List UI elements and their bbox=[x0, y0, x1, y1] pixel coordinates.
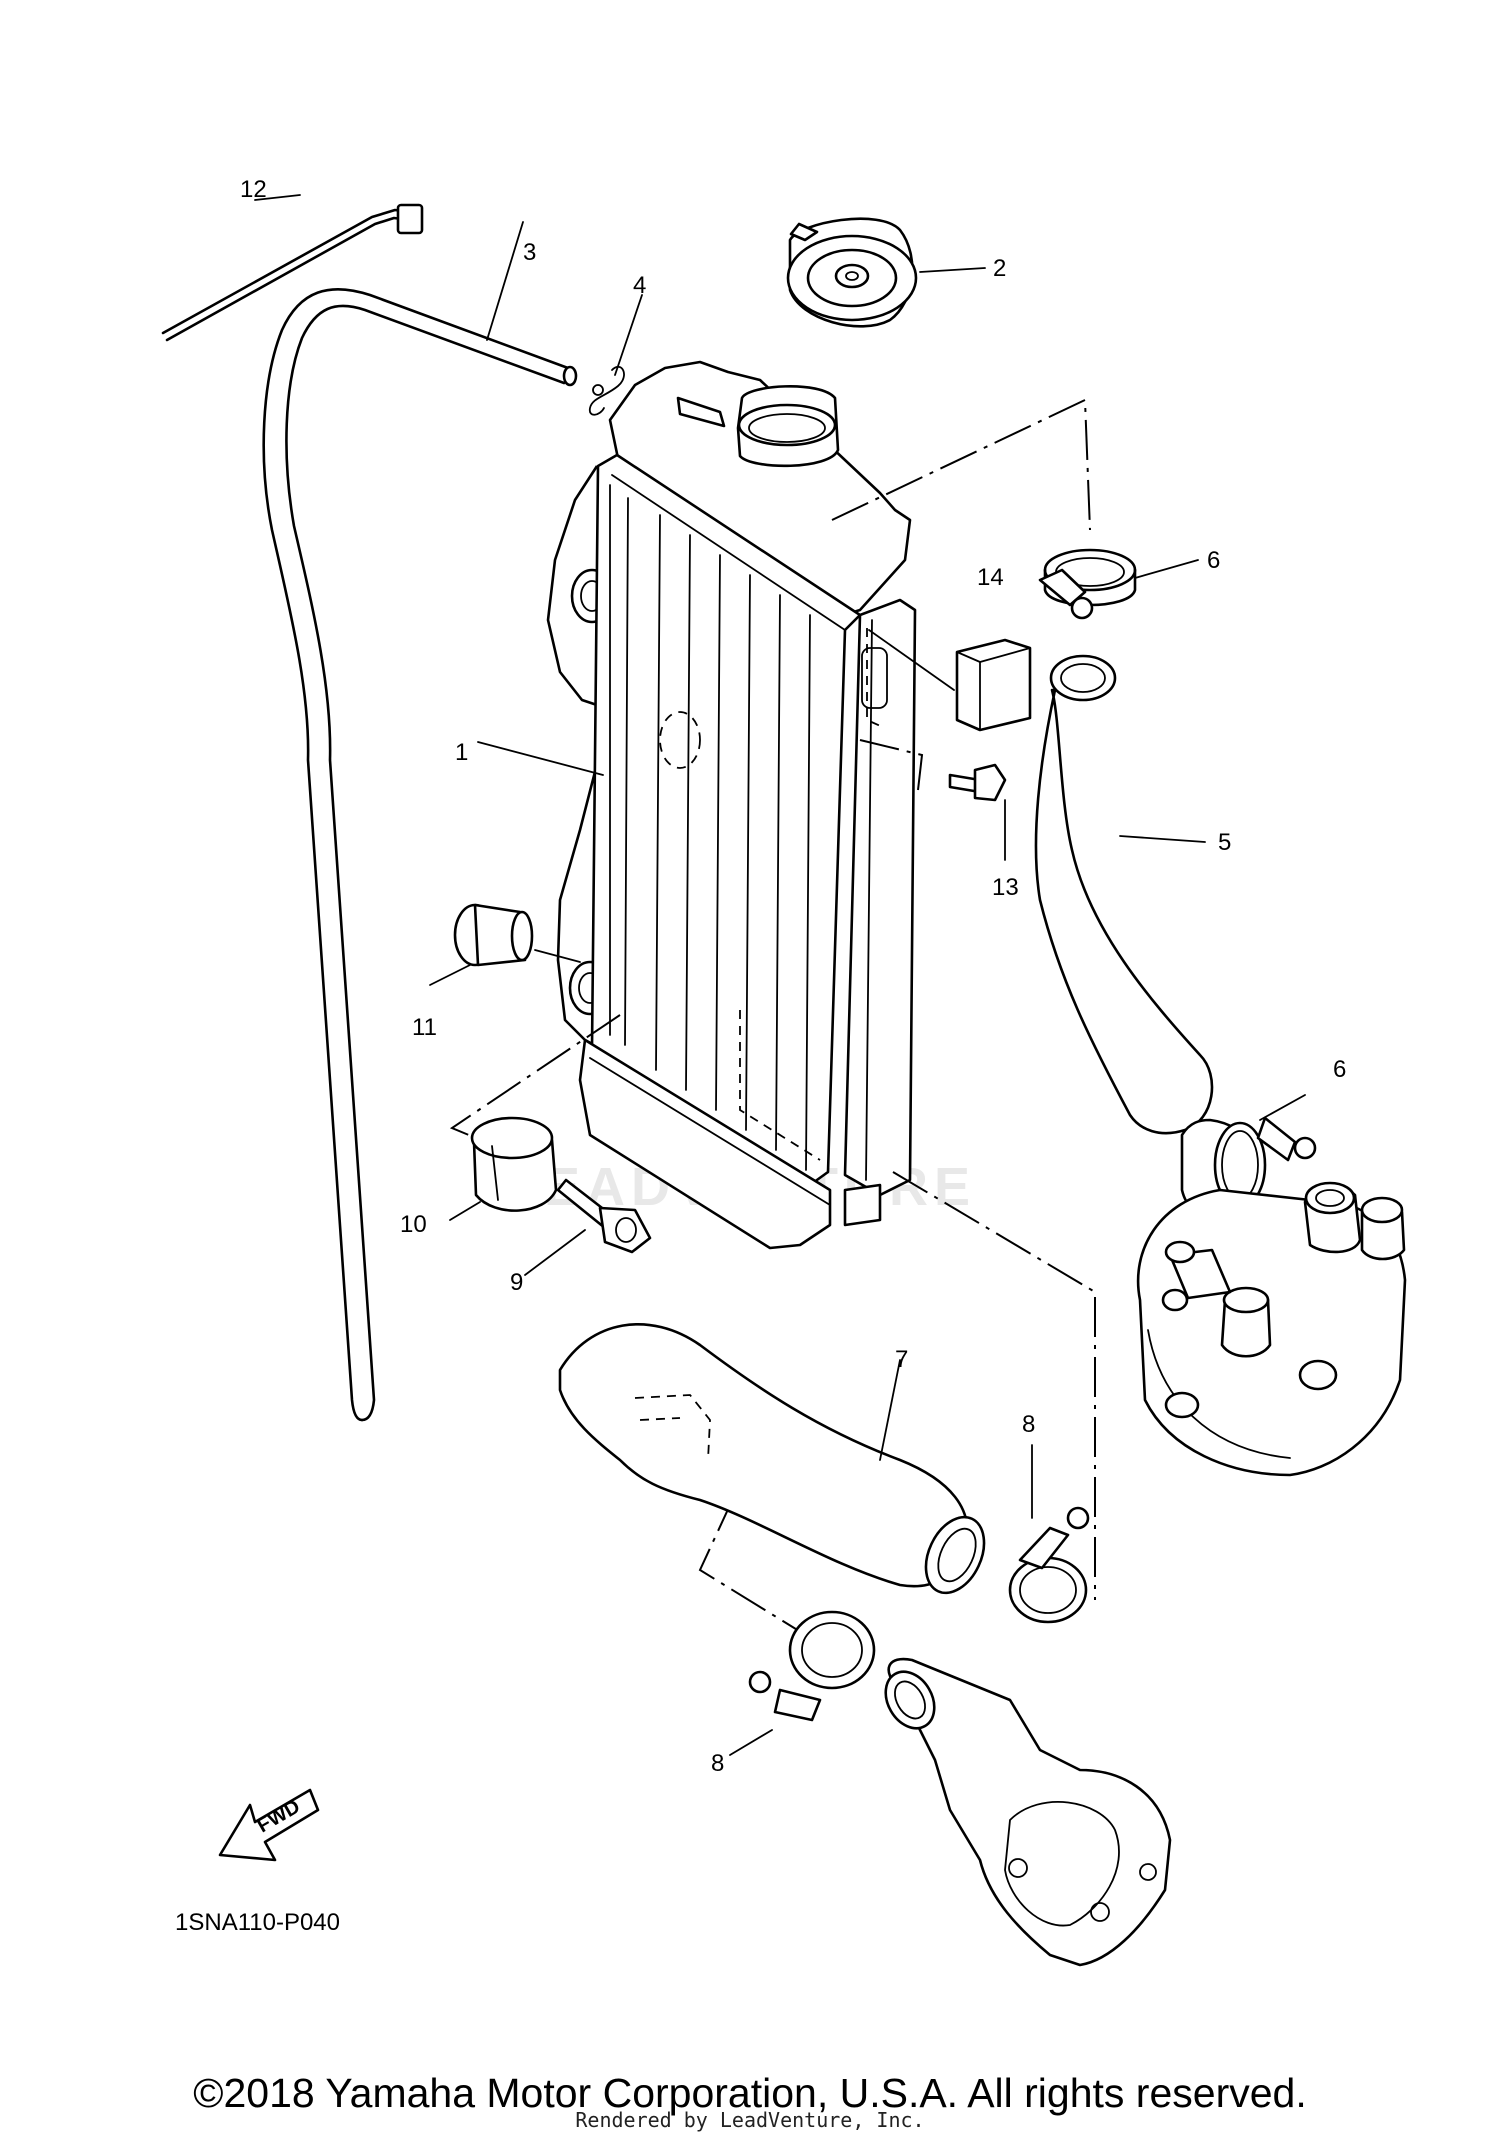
callout-5: 5 bbox=[1218, 829, 1231, 856]
drawing-code: 1SNA110-P040 bbox=[175, 1909, 340, 1936]
water-pump-cover bbox=[884, 1657, 1172, 1967]
callout-4: 4 bbox=[633, 272, 646, 299]
hose-clamp-6-upper bbox=[1038, 548, 1137, 620]
collar-11 bbox=[453, 903, 581, 967]
radiator-cap-2 bbox=[786, 217, 918, 328]
reference-lines bbox=[449, 398, 1096, 1656]
callout-8-upper: 8 bbox=[1022, 1411, 1035, 1438]
fwd-arrow-icon: FWD bbox=[218, 1788, 320, 1862]
callout-6-upper: 6 bbox=[1207, 547, 1220, 574]
callout-8-lower: 8 bbox=[711, 1750, 724, 1777]
callout-leaders bbox=[254, 194, 1306, 1756]
callout-2: 2 bbox=[993, 255, 1006, 282]
rendered-by-credit: Rendered by LeadVenture, Inc. bbox=[575, 2108, 925, 2132]
radiator-hose-7 bbox=[558, 1323, 986, 1595]
callout-1: 1 bbox=[455, 739, 468, 766]
breather-hose-3 bbox=[262, 287, 578, 1422]
hose-clamp-8-lower bbox=[748, 1610, 876, 1722]
callout-10: 10 bbox=[400, 1211, 427, 1238]
callout-6-lower: 6 bbox=[1333, 1056, 1346, 1083]
callout-11: 11 bbox=[412, 1014, 437, 1041]
callout-12: 12 bbox=[240, 176, 267, 203]
grommet-10 bbox=[470, 1116, 558, 1212]
hose-clip-4 bbox=[588, 365, 625, 416]
radiator-1 bbox=[477, 360, 917, 1250]
cable-tie-12 bbox=[161, 203, 424, 342]
callout-14: 14 bbox=[977, 564, 1004, 591]
callout-7: 7 bbox=[895, 1346, 908, 1373]
copyright-notice: ©2018 Yamaha Motor Corporation, U.S.A. A… bbox=[193, 2070, 1307, 2116]
callout-numbers: 1 2 3 4 5 6 6 7 8 8 9 10 11 12 13 14 bbox=[240, 176, 1346, 1777]
hose-clamp-8-upper bbox=[1008, 1506, 1090, 1624]
cylinder-head bbox=[1136, 1181, 1407, 1477]
bolt-9 bbox=[556, 1178, 652, 1254]
callout-9: 9 bbox=[510, 1269, 523, 1296]
radiator-hose-5 bbox=[1034, 654, 1214, 1135]
callout-13: 13 bbox=[992, 874, 1019, 901]
foam-pad-14 bbox=[868, 629, 1032, 732]
callout-3: 3 bbox=[523, 239, 536, 266]
bolt-13 bbox=[948, 763, 1007, 802]
